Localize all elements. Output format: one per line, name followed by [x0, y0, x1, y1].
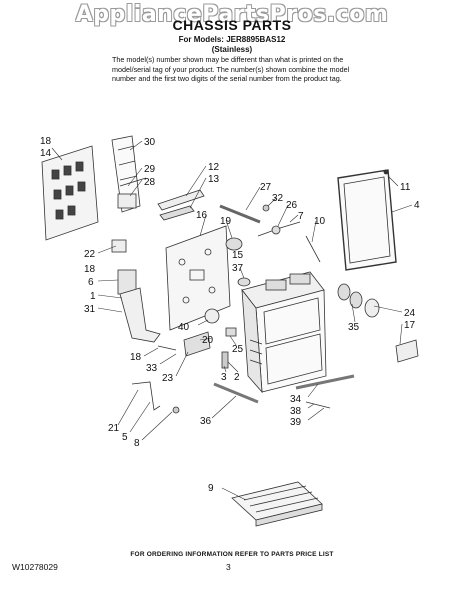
part-label-18: 18 — [40, 136, 52, 147]
back-wall-part — [165, 225, 231, 331]
note-line: number and the first two digits of the s… — [112, 74, 342, 83]
switch-part — [237, 277, 251, 287]
part-label-27: 27 — [260, 182, 272, 193]
leader-lines — [51, 140, 413, 501]
probe-part — [305, 235, 321, 263]
rail-part — [295, 374, 355, 390]
model-note: The model(s) number shown may be differe… — [112, 55, 374, 84]
terminal-part — [395, 339, 419, 363]
clip-part — [111, 239, 127, 253]
part-label-33: 33 — [146, 363, 158, 374]
document-number: W10278029 — [12, 562, 58, 572]
model-line: For Models: JER8895BAS12 — [178, 35, 286, 44]
page-number: 3 — [226, 562, 231, 572]
part-label-15: 15 — [232, 250, 244, 261]
duct-part — [119, 287, 161, 343]
watermark: AppliancePartsPros.com — [75, 2, 389, 27]
rail-part — [157, 189, 205, 211]
gasket-part — [204, 308, 220, 324]
slide-part — [221, 351, 229, 369]
hinge-arm-part — [131, 381, 161, 411]
part-label-18: 18 — [84, 264, 96, 275]
part-label-38: 38 — [290, 406, 302, 417]
part-label-30: 30 — [144, 137, 156, 148]
part-label-2: 2 — [234, 372, 240, 383]
part-label-16: 16 — [196, 210, 208, 221]
part-label-32: 32 — [272, 193, 284, 204]
part-label-14: 14 — [40, 148, 52, 159]
part-label-17: 17 — [404, 320, 416, 331]
part-label-31: 31 — [84, 304, 96, 315]
part-label-3: 3 — [221, 372, 227, 383]
part-label-1: 1 — [90, 291, 96, 302]
part-label-5: 5 — [122, 432, 128, 443]
fan-part — [225, 237, 243, 251]
part-label-40: 40 — [178, 322, 190, 333]
hinge-part — [183, 331, 211, 357]
rail-part — [213, 382, 259, 404]
part-label-8: 8 — [134, 438, 140, 449]
bottom-panel-part — [231, 481, 323, 527]
ordering-info: FOR ORDERING INFORMATION REFER TO PARTS … — [130, 551, 334, 558]
rear-panel-part — [41, 145, 99, 241]
part-label-4: 4 — [414, 200, 420, 211]
knob-part — [337, 283, 380, 318]
part-label-22: 22 — [84, 249, 96, 260]
bar-part — [219, 204, 261, 224]
part-label-21: 21 — [108, 423, 120, 434]
screw-part — [262, 204, 270, 212]
part-label-11: 11 — [400, 182, 411, 193]
part-label-28: 28 — [144, 177, 156, 188]
part-label-7: 7 — [298, 211, 304, 222]
part-label-13: 13 — [208, 174, 220, 185]
part-label-10: 10 — [314, 216, 326, 227]
part-label-23: 23 — [162, 373, 174, 384]
part-label-6: 6 — [88, 277, 94, 288]
part-label-25: 25 — [232, 344, 244, 355]
part-label-34: 34 — [290, 394, 302, 405]
vent-part — [111, 135, 141, 213]
part-label-36: 36 — [200, 416, 212, 427]
part-label-18: 18 — [130, 352, 142, 363]
part-label-26: 26 — [286, 200, 298, 211]
finish-line: (Stainless) — [211, 45, 253, 54]
oven-cavity-part — [241, 271, 327, 394]
part-label-19: 19 — [220, 216, 232, 227]
part-label-24: 24 — [404, 308, 416, 319]
bracket-part — [117, 193, 137, 209]
part-label-37: 37 — [232, 263, 244, 274]
note-line: The model(s) number shown may be differe… — [112, 55, 344, 64]
part-label-39: 39 — [290, 417, 302, 428]
part-label-12: 12 — [208, 162, 220, 173]
part-label-29: 29 — [144, 164, 156, 175]
wire-part — [257, 221, 301, 237]
part-label-20: 20 — [202, 335, 214, 346]
note-line: model/serial tag of your product. The nu… — [112, 64, 350, 74]
door-frame-part — [337, 169, 397, 271]
part-label-9: 9 — [208, 483, 214, 494]
part-label-35: 35 — [348, 322, 360, 333]
page-title: CHASSIS PARTS — [172, 17, 292, 33]
